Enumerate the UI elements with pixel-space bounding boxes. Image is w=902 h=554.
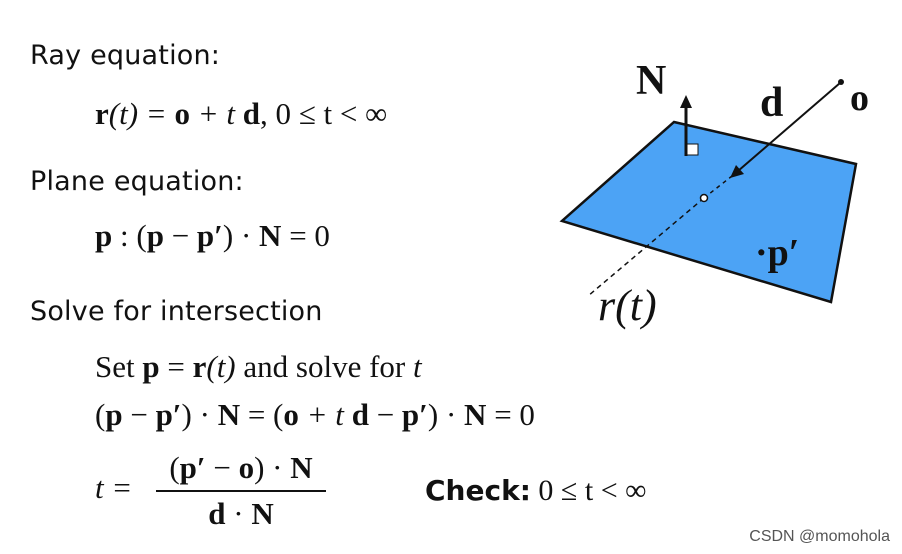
num-pprime: p′	[179, 450, 206, 485]
exp-pprime: p′	[155, 397, 182, 432]
fraction-numerator: (p′ − o) · N	[156, 450, 326, 486]
label-o: o	[850, 77, 869, 119]
ray-equation: r(t) = o + t d, 0 ≤ t < ∞	[95, 96, 387, 132]
ray-d: d	[242, 96, 260, 131]
check-label: Check:	[425, 474, 531, 507]
num-dot: ) ·	[254, 450, 291, 485]
ray-r: r	[95, 96, 109, 131]
right-angle-marker	[686, 143, 699, 156]
exp-dot1: ) ·	[181, 397, 218, 432]
plane-rest: = 0	[281, 218, 330, 253]
num-minus: −	[205, 450, 239, 485]
plane-equation-heading: Plane equation:	[30, 166, 244, 197]
ray-direction-line	[737, 82, 841, 172]
exp-minus: −	[122, 397, 156, 432]
ray-range: , 0 ≤ t < ∞	[260, 96, 388, 131]
ray-plus-t: + t	[189, 96, 243, 131]
exp-minus2: −	[368, 397, 402, 432]
exp-open: (	[95, 397, 106, 432]
ray-plane-diagram: N d o ·p′ r(t)	[559, 58, 869, 330]
exp-end: = 0	[486, 397, 535, 432]
label-r-of-t: r(t)	[598, 281, 657, 330]
label-N: N	[636, 58, 666, 104]
ray-equation-heading: Ray equation:	[30, 40, 221, 71]
set-eq: =	[159, 349, 193, 384]
plane-n: N	[259, 218, 282, 253]
ray-lhs-arg: (t) =	[108, 96, 175, 131]
num-o: o	[238, 450, 255, 485]
exp-o: o	[283, 397, 299, 432]
exp-d: d	[351, 397, 369, 432]
t-solution-fraction: (p′ − o) · N d · N	[156, 450, 326, 532]
check-expression: 0 ≤ t < ∞	[530, 474, 647, 507]
solve-heading: Solve for intersection	[30, 296, 323, 327]
plane-pprime: p′	[196, 218, 223, 253]
set-p: p	[142, 349, 160, 384]
ray-dashed-inside	[703, 175, 733, 199]
set-rest: and solve for	[235, 349, 413, 384]
t-solution-lhs: t =	[95, 470, 133, 505]
exp-dot2: ) ·	[427, 397, 465, 432]
exp-pprime2: p′	[401, 397, 428, 432]
check-line: Check: 0 ≤ t < ∞	[425, 474, 647, 508]
ray-arrowhead	[730, 165, 744, 178]
den-d: d	[208, 496, 226, 531]
exp-p: p	[105, 397, 123, 432]
label-d: d	[760, 80, 783, 126]
exp-mid: = (	[240, 397, 284, 432]
num-n: N	[290, 450, 313, 485]
plane-colon: : (	[112, 218, 147, 253]
plane-shape	[559, 120, 858, 304]
ray-o: o	[174, 96, 190, 131]
label-pprime: ·p′	[755, 232, 800, 274]
exp-n1: N	[217, 397, 241, 432]
den-dot: ·	[225, 496, 252, 531]
ray-dashed-below	[587, 197, 705, 297]
den-n: N	[251, 496, 274, 531]
plane-p2: p	[146, 218, 164, 253]
intersection-point	[699, 193, 709, 203]
set-r: r	[192, 349, 207, 384]
watermark: CSDN @momohola	[749, 528, 890, 545]
plane-minus: −	[163, 218, 197, 253]
num-open: (	[169, 450, 180, 485]
exp-n2: N	[464, 397, 487, 432]
exp-plus-t: + t	[298, 397, 352, 432]
normal-arrowhead	[680, 95, 692, 108]
set-targ: (t)	[206, 349, 236, 384]
expansion-line: (p − p′) · N = (o + t d − p′) · N = 0	[95, 397, 535, 433]
origin-point	[838, 79, 844, 85]
set-word: Set	[95, 349, 143, 384]
plane-p1: p	[95, 218, 113, 253]
set-line: Set p = r(t) and solve for t	[95, 349, 422, 385]
set-t: t	[412, 349, 422, 384]
fraction-bar	[156, 490, 326, 492]
plane-equation: p : (p − p′) · N = 0	[95, 218, 330, 254]
plane-dot: ) ·	[222, 218, 260, 253]
fraction-denominator: d · N	[156, 496, 326, 532]
